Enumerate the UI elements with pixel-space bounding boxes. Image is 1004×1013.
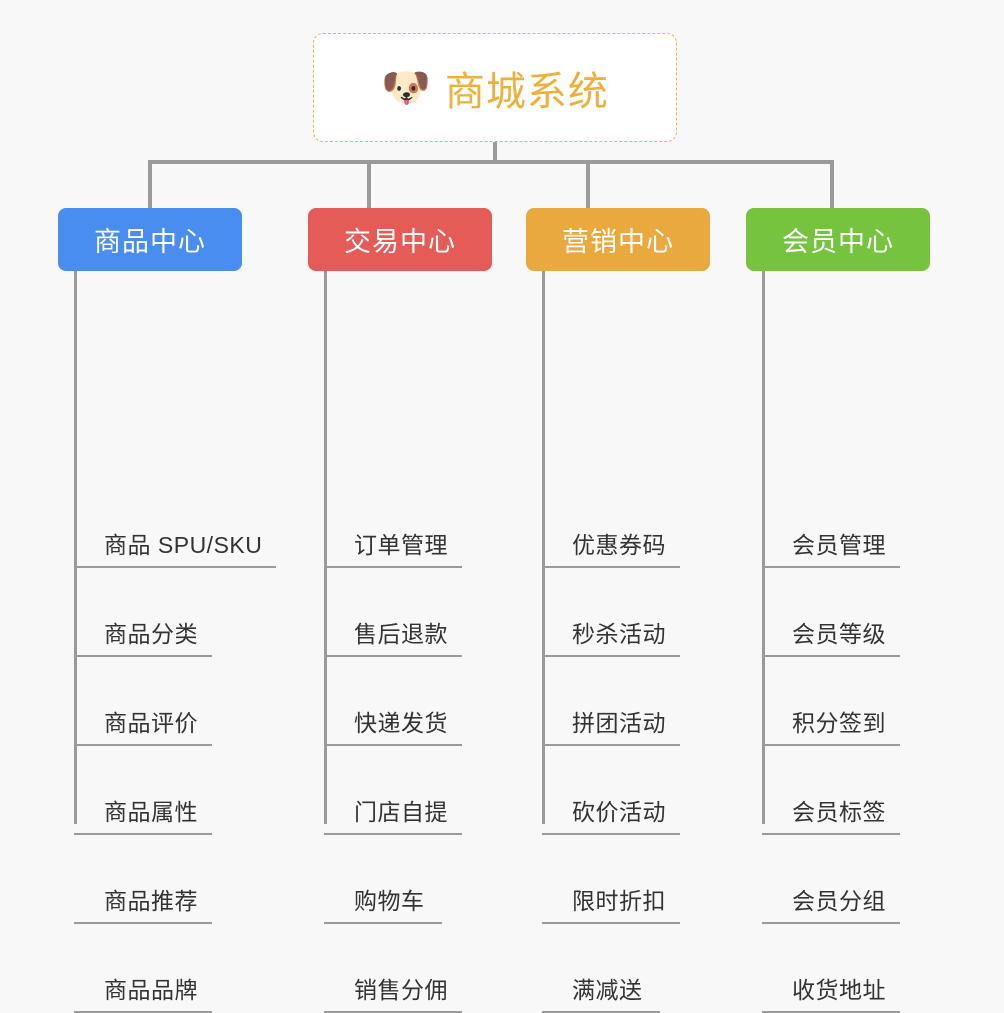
leaf-label: 会员管理 — [792, 532, 886, 558]
category-header-1[interactable]: 交易中心 — [308, 208, 492, 271]
leaf-label: 会员分组 — [792, 888, 886, 914]
category-header-3[interactable]: 会员中心 — [746, 208, 930, 271]
leaf-label: 商品品牌 — [104, 977, 198, 1003]
list-item[interactable]: 门店自提 — [324, 746, 462, 835]
leaf-label: 订单管理 — [354, 532, 448, 558]
dog-face-icon: 🐶 — [381, 65, 431, 110]
branch-drop-connector-2 — [586, 160, 590, 210]
leaf-label: 商品推荐 — [104, 888, 198, 914]
list-item[interactable]: 会员等级 — [762, 568, 900, 657]
leaf-label: 秒杀活动 — [572, 621, 666, 647]
list-item[interactable]: 购物车 — [324, 835, 462, 924]
list-item[interactable]: 优惠券码 — [542, 479, 680, 568]
leaf-list-2: 优惠券码 秒杀活动 拼团活动 砍价活动 限时折扣 满减送 — [542, 479, 680, 1013]
branch-drop-connector-3 — [830, 160, 834, 210]
list-item[interactable]: 销售分佣 — [324, 924, 462, 1013]
leaf-label: 优惠券码 — [572, 532, 666, 558]
list-item[interactable]: 商品分类 — [74, 568, 276, 657]
list-item[interactable]: 秒杀活动 — [542, 568, 680, 657]
leaf-label: 门店自提 — [354, 799, 448, 825]
list-item[interactable]: 商品属性 — [74, 746, 276, 835]
leaf-label: 满减送 — [572, 977, 643, 1003]
root-title: 商城系统 — [444, 69, 609, 114]
leaf-label: 商品分类 — [104, 621, 198, 647]
branch-column-2: 营销中心 优惠券码 秒杀活动 拼团活动 砍价活动 限时折扣 满减送 — [526, 208, 726, 1013]
mindmap-canvas: 🐶 商城系统 商品中心 商品 SPU/SKU 商品分类 商品评价 商品属性 商品… — [58, 33, 946, 1013]
leaf-list-0: 商品 SPU/SKU 商品分类 商品评价 商品属性 商品推荐 商品品牌 — [74, 479, 277, 1013]
list-item[interactable]: 商品品牌 — [74, 924, 276, 1013]
leaf-label: 销售分佣 — [354, 977, 448, 1003]
horizontal-bus-connector — [148, 160, 834, 164]
list-item[interactable]: 积分签到 — [762, 657, 900, 746]
list-item[interactable]: 订单管理 — [324, 479, 462, 568]
category-header-2[interactable]: 营销中心 — [526, 208, 710, 271]
list-item[interactable]: 收货地址 — [762, 924, 900, 1013]
branch-column-3: 会员中心 会员管理 会员等级 积分签到 会员标签 会员分组 收货地址 — [746, 208, 946, 1013]
list-item[interactable]: 商品推荐 — [74, 835, 276, 924]
branch-column-1: 交易中心 订单管理 售后退款 快递发货 门店自提 购物车 销售分佣 — [308, 208, 508, 1013]
column-spine-0 — [74, 271, 77, 824]
leaf-label: 快递发货 — [354, 710, 448, 736]
leaf-label: 商品属性 — [104, 799, 198, 825]
list-item[interactable]: 会员管理 — [762, 479, 900, 568]
leaf-list-3: 会员管理 会员等级 积分签到 会员标签 会员分组 收货地址 — [762, 479, 900, 1013]
root-stem-connector — [493, 142, 497, 164]
list-item[interactable]: 拼团活动 — [542, 657, 680, 746]
list-item[interactable]: 满减送 — [542, 924, 680, 1013]
list-item[interactable]: 商品评价 — [74, 657, 276, 746]
branch-column-0: 商品中心 商品 SPU/SKU 商品分类 商品评价 商品属性 商品推荐 商品品牌 — [58, 208, 277, 1013]
list-item[interactable]: 会员标签 — [762, 746, 900, 835]
list-item[interactable]: 限时折扣 — [542, 835, 680, 924]
category-header-0[interactable]: 商品中心 — [58, 208, 242, 271]
column-spine-2 — [542, 271, 545, 824]
list-item[interactable]: 会员分组 — [762, 835, 900, 924]
column-spine-1 — [324, 271, 327, 824]
list-item[interactable]: 砍价活动 — [542, 746, 680, 835]
leaf-label: 售后退款 — [354, 621, 448, 647]
leaf-label: 商品 SPU/SKU — [104, 532, 263, 558]
leaf-label: 购物车 — [354, 888, 425, 914]
leaf-label: 限时折扣 — [572, 888, 666, 914]
leaf-label: 会员等级 — [792, 621, 886, 647]
leaf-label: 会员标签 — [792, 799, 886, 825]
leaf-label: 砍价活动 — [572, 799, 666, 825]
root-node[interactable]: 🐶 商城系统 — [313, 33, 677, 142]
leaf-list-1: 订单管理 售后退款 快递发货 门店自提 购物车 销售分佣 — [324, 479, 462, 1013]
leaf-label: 收货地址 — [792, 977, 886, 1003]
column-spine-3 — [762, 271, 765, 824]
list-item[interactable]: 商品 SPU/SKU — [74, 479, 277, 568]
branch-drop-connector-0 — [148, 160, 152, 210]
leaf-label: 拼团活动 — [572, 710, 666, 736]
leaf-label: 积分签到 — [792, 710, 886, 736]
branch-drop-connector-1 — [367, 160, 371, 210]
leaf-label: 商品评价 — [104, 710, 198, 736]
list-item[interactable]: 快递发货 — [324, 657, 462, 746]
list-item[interactable]: 售后退款 — [324, 568, 462, 657]
